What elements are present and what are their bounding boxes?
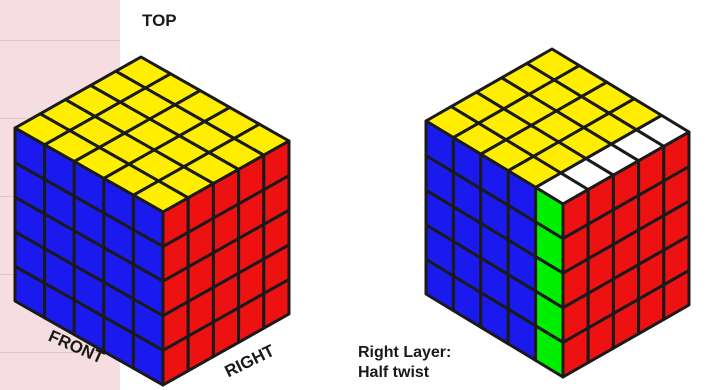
sidebar-divider bbox=[0, 352, 120, 353]
right-facelet bbox=[262, 277, 291, 330]
cube-right-layer-half-twist bbox=[424, 47, 691, 379]
caption-line-2: Half twist bbox=[358, 364, 430, 381]
caption-line-1: Right Layer: bbox=[358, 344, 451, 361]
cubes-layer bbox=[13, 47, 691, 387]
sidebar-divider bbox=[0, 40, 120, 41]
right-facelet bbox=[662, 268, 691, 321]
top-label: TOP bbox=[142, 11, 177, 30]
cube-solved bbox=[13, 55, 291, 387]
